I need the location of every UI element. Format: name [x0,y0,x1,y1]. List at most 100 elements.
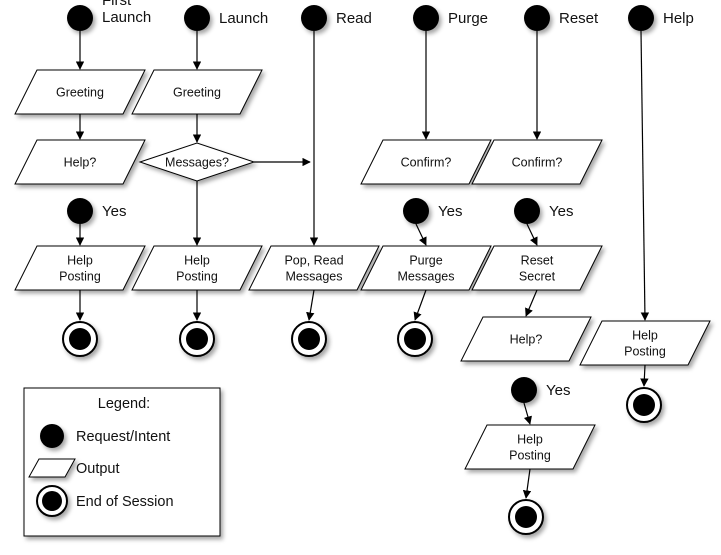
output-label: Purge [409,254,442,268]
request-node-reset: Reset [524,5,599,31]
request-node-yes_reset_help: Yes [511,377,570,403]
decision-shape [138,142,256,182]
end-node-end_purge [397,321,433,357]
legend-item-label: End of Session [76,494,174,510]
end-dot [186,328,208,350]
end-dot [298,328,320,350]
output-label: Help [517,433,543,447]
end-node-end_first_launch [62,321,98,357]
output-shape [471,245,603,291]
request-dot [524,5,550,31]
output-shape [460,316,592,362]
output-node-help_q_reset: Help? [460,316,592,362]
output-label: Messages [398,270,455,284]
request-dot [514,198,540,224]
request-label: Launch [102,9,151,26]
request-dot [184,5,210,31]
connector-layer [75,30,650,499]
legend-output-symbol [28,458,76,478]
output-shape [14,139,146,185]
output-label: Posting [59,270,101,284]
output-label: Secret [519,270,556,284]
output-label: Help [184,254,210,268]
legend-item-request: Request/Intent [40,424,170,448]
request-node-yes_first_launch: Yes [67,198,126,224]
request-dot [67,198,93,224]
request-label: First [102,0,132,9]
output-label: Posting [176,270,218,284]
output-node-help_q_first_launch: Help? [14,139,146,185]
output-label: Help [67,254,93,268]
end-dot [404,328,426,350]
decision-node-messages_q: Messages? [138,142,256,182]
edge-help_posting_help-to-end_help [640,364,649,387]
output-shape [579,320,711,366]
legend-item-label: Request/Intent [76,429,170,445]
request-label: Yes [549,203,573,220]
output-shape [248,245,380,291]
request-label: Reset [559,10,599,27]
request-label: Launch [219,10,268,27]
output-label: Greeting [173,86,221,100]
output-label: Posting [624,345,666,359]
request-label: Yes [546,382,570,399]
end-dot [633,394,655,416]
output-label: Help? [510,333,543,347]
legend-item-output: Output [28,458,120,478]
request-label: Read [336,10,372,27]
edge-yes_reset_help-to-help_posting_reset [523,402,532,425]
output-node-confirm_purge: Confirm? [360,139,492,185]
end-dot [515,506,537,528]
request-dot [413,5,439,31]
output-label: Messages [286,270,343,284]
legend-title: Legend: [98,396,150,412]
request-node-read: Read [301,5,372,31]
output-shape [14,69,146,115]
edge-help_posting_reset-to-end_reset [522,468,532,499]
output-label: Help? [64,156,97,170]
request-node-purge: Purge [413,5,488,31]
request-node-yes_reset: Yes [514,198,573,224]
request-dot [511,377,537,403]
end-node-end_help [626,387,662,423]
output-node-greeting_first_launch: Greeting [14,69,146,115]
output-label: Confirm? [401,156,452,170]
output-shape [360,139,492,185]
legend-item-label: Output [76,461,120,477]
output-label: Help [632,329,658,343]
legend-request-symbol [40,424,64,448]
output-shape [360,245,492,291]
end-node-end_reset [508,499,544,535]
request-dot [301,5,327,31]
edge-reset_secret-to-help_q_reset [525,289,538,317]
output-shape [14,245,146,291]
output-shape [131,245,263,291]
output-node-confirm_reset: Confirm? [471,139,603,185]
output-label: Confirm? [512,156,563,170]
request-label: Yes [438,203,462,220]
end-node-end_read [291,321,327,357]
request-label: Yes [102,203,126,220]
request-node-launch: Launch [184,5,268,31]
output-label: Posting [509,449,551,463]
edge-yes_purge-to-purge_messages [415,223,427,246]
output-node-greeting_launch: Greeting [131,69,263,115]
request-node-yes_purge: Yes [403,198,462,224]
output-shape [471,139,603,185]
legend-end-dot [42,491,62,511]
edge-pop_read_messages-to-end_read [306,289,315,321]
request-node-help: Help [628,5,694,31]
output-shape [131,69,263,115]
end-node-end_launch [179,321,215,357]
edge-help-to-help_posting_help [640,30,650,321]
edge-yes_reset-to-reset_secret [526,223,538,246]
